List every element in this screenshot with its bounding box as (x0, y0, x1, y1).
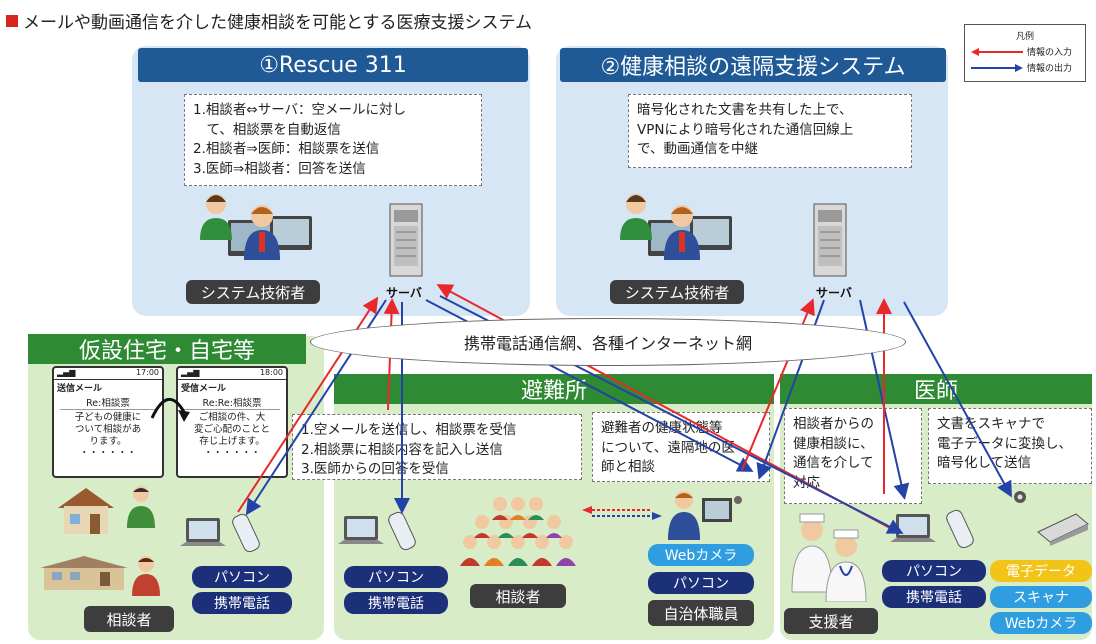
doctor-webcam-badge: Webカメラ (990, 612, 1092, 634)
title-bullet-icon (6, 14, 18, 27)
legend-heading: 凡例 (1015, 32, 1034, 42)
shelter-steps-note: 1.空メールを送信し、相談票を受信 2.相談票に相談内容を記入し送信 3.医師か… (292, 414, 582, 480)
shelter-pc-badge: パソコン (344, 566, 448, 588)
doctors-icon (791, 513, 867, 602)
shelter-staff-label: 自治体職員 (648, 600, 754, 626)
doctor-mobile-badge: 携帯電話 (882, 586, 986, 608)
scanner-badge: スキャナ (990, 586, 1092, 608)
remote-server-label: サーバ (816, 286, 852, 300)
doctor-pc-badge: パソコン (882, 560, 986, 582)
doctor-supporter-label: 支援者 (784, 608, 878, 634)
rescue-server-label: サーバ (386, 286, 422, 300)
crowd-icon (460, 497, 576, 566)
scanner-icon (1037, 513, 1089, 546)
network-label: 携帯電話通信網、各種インターネット網 (463, 334, 752, 353)
person-icon (127, 486, 155, 528)
mobile-phone-icon (388, 511, 416, 551)
legend-input-label: 情報の入力 (1027, 48, 1073, 58)
doctor-scan-note: 文書をスキャナで 電子データに変換し、 暗号化して送信 (928, 408, 1092, 484)
legend: 凡例 情報の入力 情報の出力 (964, 24, 1086, 82)
remote-desc-note: 暗号化された文書を共有した上で、 VPNにより暗号化された通信回線上 で、動画通… (628, 94, 912, 168)
shelter-webcam-badge: Webカメラ (648, 544, 754, 566)
legend-output-row: 情報の出力 (965, 61, 1085, 74)
edata-badge: 電子データ (990, 560, 1092, 582)
webcam-icon (1014, 491, 1026, 503)
page-title: メールや動画通信を介した健康相談を可能とする医療支援システム (6, 8, 532, 33)
phone-received-mail: ▂▄▆ 18:00 受信メール Re:Re:相談票 ご相談の件、大 変ご心配のこと… (176, 366, 288, 478)
phone-mail-body: ご相談の件、大 変ご心配のことと 存じ上げます。 ・・・・・・ (193, 412, 270, 459)
person-icon (132, 556, 160, 596)
rescue-engineer-label: システム技術者 (186, 280, 320, 304)
mobile-phone-icon (232, 513, 260, 553)
signal-icon: ▂▄▆ (181, 368, 200, 377)
laptop-icon (338, 516, 384, 544)
rescue-server-icon (389, 203, 423, 277)
phone-mail-title: 受信メール (181, 384, 227, 394)
house-icon (58, 488, 114, 534)
home-consultant-label: 相談者 (84, 606, 174, 632)
dotted-two-way-arrow-icon (582, 506, 662, 520)
phone-mail-subject: Re:Re:相談票 (184, 395, 280, 410)
rescue-header: ①Rescue 311 (138, 48, 528, 82)
phone-sent-mail: ▂▄▆ 17:00 送信メール Re:相談票 子どもの健康に ついて相談があ りま… (52, 366, 164, 478)
shelter-pc2-badge: パソコン (648, 572, 754, 594)
remote-engineer-label: システム技術者 (610, 280, 744, 304)
home-mobile-badge: 携帯電話 (192, 592, 292, 614)
shelter-consultant-label: 相談者 (470, 584, 566, 608)
engineer-group-icon (200, 194, 312, 260)
laptop-icon (890, 514, 936, 542)
doctor-header: 医師 (780, 374, 1092, 404)
legend-input-row: 情報の入力 (965, 45, 1085, 58)
phone-mail-body: 子どもの健康に ついて相談があ ります。 ・・・・・・ (74, 412, 142, 459)
home-header: 仮設住宅・自宅等 (28, 334, 306, 364)
mobile-phone-icon (946, 509, 974, 549)
engineer-group-icon (620, 194, 732, 260)
rescue-steps-note: 1.相談者⇔サーバ：空メールに対し て、相談票を自動返信 2.相談者⇒医師：相談… (184, 94, 482, 186)
phone-time: 17:00 (135, 368, 159, 377)
signal-icon: ▂▄▆ (57, 368, 76, 377)
network-ellipse: 携帯電話通信網、各種インターネット網 (310, 318, 906, 366)
legend-output-arrow-icon (971, 63, 1023, 72)
staff-at-pc-icon (668, 491, 742, 540)
phone-time: 18:00 (259, 368, 283, 377)
home-pc-badge: パソコン (192, 566, 292, 588)
reply-arrow-icon (150, 398, 190, 422)
remote-server-icon (813, 203, 847, 277)
phone-mail-title: 送信メール (57, 384, 103, 394)
legend-input-arrow-icon (971, 47, 1023, 56)
laptop-icon (180, 518, 226, 546)
temporary-house-icon (40, 556, 128, 590)
legend-output-label: 情報の出力 (1027, 64, 1073, 74)
shelter-mobile-badge: 携帯電話 (344, 592, 448, 614)
shelter-header: 避難所 (334, 374, 774, 404)
shelter-consult-note: 避難者の健康状態等 について、遠隔地の医 師と相談 (592, 412, 770, 482)
phone-mail-subject: Re:相談票 (60, 395, 156, 410)
doctor-respond-note: 相談者からの 健康相談に、 通信を介して 対応 (784, 408, 922, 504)
phone-status-bar: ▂▄▆ 18:00 (178, 368, 286, 380)
remote-header: ②健康相談の遠隔支援システム (560, 48, 946, 82)
remote-panel (556, 46, 948, 316)
title-text: メールや動画通信を介した健康相談を可能とする医療支援システム (23, 13, 532, 33)
phone-status-bar: ▂▄▆ 17:00 (54, 368, 162, 380)
